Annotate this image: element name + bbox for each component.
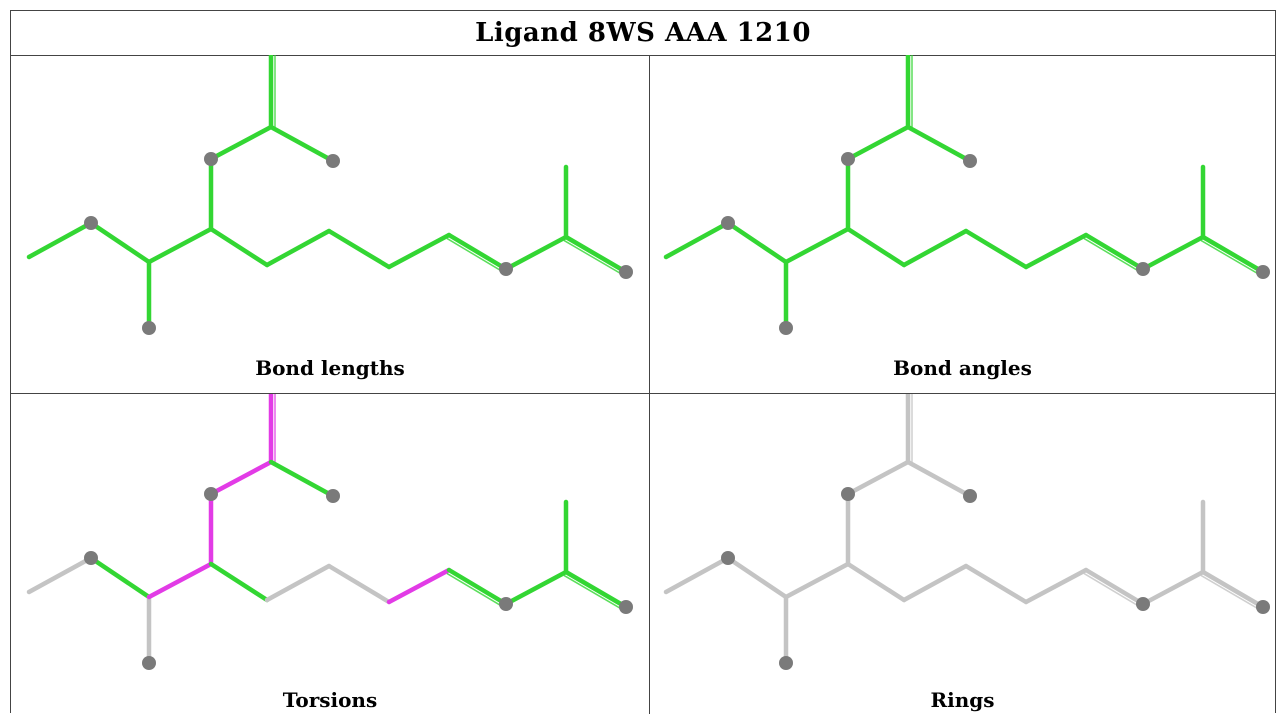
bond [1023, 232, 1089, 270]
bond [268, 124, 336, 164]
atom [1256, 265, 1270, 279]
bond [88, 555, 152, 600]
title-row: Ligand 8WS AAA 1210 [11, 11, 1275, 56]
atom [963, 154, 977, 168]
double-bond [446, 237, 505, 274]
double-bond [1200, 574, 1262, 612]
panel-bond-lengths: Bond lengths [11, 55, 650, 394]
bond [845, 459, 911, 497]
molecule-bond-lengths [26, 55, 633, 335]
atom [499, 597, 513, 611]
bond [563, 234, 629, 275]
bond [208, 124, 274, 162]
bond [1140, 234, 1206, 272]
bond [905, 124, 973, 164]
panel-rings: Rings [650, 394, 1275, 714]
atom [204, 487, 218, 501]
bond [725, 220, 789, 265]
bond [1140, 569, 1206, 607]
bond [446, 232, 509, 272]
panel-torsions: Torsions [11, 394, 650, 714]
bond [146, 226, 214, 265]
atom [499, 262, 513, 276]
atom [779, 321, 793, 335]
ligand-title: Ligand 8WS AAA 1210 [475, 18, 811, 48]
double-bond [563, 574, 625, 612]
bond [326, 228, 392, 270]
bond [268, 459, 336, 499]
caption-bond-angles: Bond angles [893, 356, 1032, 380]
bond [783, 226, 851, 265]
bond [845, 561, 907, 603]
bond [208, 226, 270, 268]
double-bond [1083, 237, 1142, 274]
bond [1200, 569, 1266, 610]
bond [563, 569, 629, 610]
bond [26, 555, 94, 595]
caption-rings: Rings [930, 688, 995, 712]
bond [1083, 567, 1146, 607]
double-bond [446, 572, 505, 609]
atom [721, 551, 735, 565]
bond [146, 561, 214, 600]
bond [963, 228, 1029, 270]
bond [905, 459, 973, 499]
atom [841, 487, 855, 501]
bond [725, 555, 789, 600]
bond [1023, 567, 1089, 605]
molecule-torsions [26, 394, 633, 670]
atom [779, 656, 793, 670]
bond [264, 228, 332, 268]
atom [84, 551, 98, 565]
atom [1256, 600, 1270, 614]
bond [88, 220, 152, 265]
atom [142, 656, 156, 670]
bond [901, 228, 969, 268]
bond [663, 555, 731, 595]
bond [208, 561, 270, 603]
atom [1136, 262, 1150, 276]
atom [142, 321, 156, 335]
bond [386, 232, 452, 270]
double-bond [1083, 572, 1142, 609]
atom [204, 152, 218, 166]
bond [326, 563, 392, 605]
double-bond [1200, 239, 1262, 277]
atom [326, 154, 340, 168]
atom [963, 489, 977, 503]
molecule-bond-angles [663, 55, 1270, 335]
bond [845, 226, 907, 268]
ligand-frame: Ligand 8WS AAA 1210 Bond lengths Bond an… [10, 10, 1276, 714]
caption-torsions: Torsions [282, 688, 378, 712]
atom [1136, 597, 1150, 611]
molecule-rings [663, 394, 1270, 670]
bond [446, 567, 509, 607]
atom [84, 216, 98, 230]
bond [208, 459, 274, 497]
atom [619, 600, 633, 614]
bond [783, 561, 851, 600]
panel-bond-angles: Bond angles [650, 55, 1275, 394]
atom [721, 216, 735, 230]
bond [1200, 234, 1266, 275]
double-bond [563, 239, 625, 277]
bond [264, 563, 332, 603]
bond [901, 563, 969, 603]
bond [663, 220, 731, 260]
bond [386, 567, 452, 605]
bond [845, 124, 911, 162]
bond [503, 569, 569, 607]
bond [963, 563, 1029, 605]
atom [326, 489, 340, 503]
atom [619, 265, 633, 279]
caption-bond-lengths: Bond lengths [255, 356, 405, 380]
bond [1083, 232, 1146, 272]
bond [26, 220, 94, 260]
bond [503, 234, 569, 272]
atom [841, 152, 855, 166]
